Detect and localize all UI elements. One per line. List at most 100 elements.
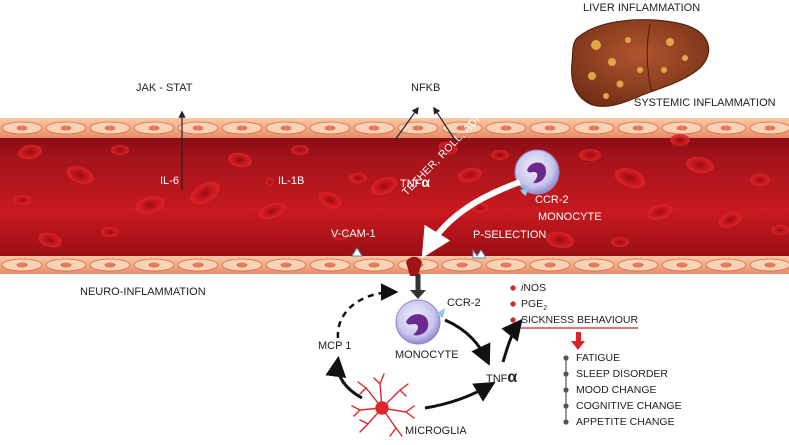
symptom-dot [563, 371, 569, 377]
monocyte-to-tnf-arrow [444, 318, 491, 366]
red-blood-cell [38, 232, 62, 248]
endothelial-nucleus [280, 262, 292, 268]
red-down-arrow-shaft [576, 332, 581, 342]
p-selection-label: P-SELECTION [473, 229, 547, 241]
red-blood-cell [718, 212, 742, 228]
red-blood-cell [771, 225, 789, 235]
tnf-to-mediators-arrow [501, 318, 523, 363]
p-selection-marker-icon [472, 248, 486, 259]
pge-subscript: 2 [543, 305, 548, 313]
endothelial-nucleus [148, 262, 160, 268]
tether-arrow [421, 179, 522, 259]
red-blood-cell [750, 174, 770, 186]
inos-rest: NOS [523, 282, 547, 294]
red-down-arrow-icon [571, 341, 585, 350]
endothelial-nucleus [236, 125, 248, 131]
red-blood-cell [101, 227, 119, 237]
endothelial-nucleus [500, 262, 512, 268]
endothelial-nucleus [236, 262, 248, 268]
endothelial-nucleus [456, 262, 468, 268]
tnf-to-nfkb-arrow-right [433, 106, 456, 141]
red-blood-cell [258, 202, 286, 220]
endothelial-nucleus [632, 125, 644, 131]
microglia-to-tnf-arrow [424, 381, 496, 410]
red-blood-cell [647, 204, 673, 220]
red-blood-cell [190, 181, 220, 205]
endothelial-nucleus [148, 125, 160, 131]
endothelial-nucleus [104, 125, 116, 131]
mediator-list: iNOS PGE2 SICKNESS BEHAVIOUR [521, 280, 638, 328]
endothelial-nucleus [544, 125, 556, 131]
tnf-brain-alpha: α [507, 369, 518, 386]
red-blood-cell [579, 149, 601, 161]
tnf-brain-label: TNFα [486, 369, 517, 387]
tnf-vessel-label: TNFα [400, 174, 430, 190]
red-blood-cell [349, 173, 367, 183]
endothelial-nucleus [368, 125, 380, 131]
red-blood-cell [370, 177, 398, 195]
red-blood-cell [318, 191, 342, 209]
endothelial-nucleus [588, 125, 600, 131]
mcp1-label: MCP 1 [318, 340, 352, 352]
monocyte-brain-label: MONOCYTE [395, 349, 459, 361]
jak-stat-label: JAK - STAT [136, 82, 193, 94]
symptom-item: SLEEP DISORDER [576, 368, 669, 380]
endothelial-nucleus [16, 262, 28, 268]
endothelial-nucleus [412, 125, 424, 131]
endothelial-nucleus [192, 262, 204, 268]
vcam1-marker-icon [351, 247, 363, 257]
red-blood-cell [491, 150, 509, 160]
endothelial-nucleus [60, 125, 72, 131]
red-blood-cell [18, 144, 42, 160]
brain-monocyte [395, 299, 445, 345]
endothelial-nucleus [456, 125, 468, 131]
red-blood-cells [13, 134, 789, 249]
red-blood-cell [670, 134, 690, 146]
endothelial-nucleus [588, 262, 600, 268]
endothelial-nucleus [544, 262, 556, 268]
red-blood-cell [13, 195, 31, 205]
sickness-behaviour-item: SICKNESS BEHAVIOUR [521, 314, 639, 326]
ccr2-receptor-icon [520, 188, 528, 196]
vessel-monocyte [514, 149, 560, 196]
liver-illustration [571, 19, 710, 107]
red-blood-cell [266, 178, 274, 186]
vessel-exit [406, 256, 422, 276]
red-blood-cell [611, 237, 629, 247]
il1b-label: IL-1B [278, 175, 305, 187]
endothelial-nucleus [324, 125, 336, 131]
endothelial-nucleus [764, 262, 776, 268]
symptom-item: COGNITIVE CHANGE [576, 400, 682, 412]
red-blood-cell [135, 196, 165, 214]
neuro-inflammation-label: NEURO-INFLAMMATION [80, 286, 206, 298]
systemic-inflammation-label: SYSTEMIC INFLAMMATION [634, 97, 776, 109]
red-blood-cell [228, 152, 252, 168]
red-blood-cell [614, 167, 646, 189]
il6-label: IL-6 [160, 175, 179, 187]
symptom-dots [563, 355, 569, 425]
endothelial-nucleus [720, 262, 732, 268]
liver-inflammation-label: LIVER INFLAMMATION [583, 2, 701, 14]
red-blood-cell [546, 231, 574, 249]
endothelial-nucleus [192, 125, 204, 131]
endothelial-nucleus [676, 262, 688, 268]
symptom-dot [563, 403, 569, 409]
nfkb-label: NFKB [411, 82, 441, 94]
inos-italic-i: i [521, 282, 524, 294]
symptom-item: APPETITE CHANGE [576, 416, 675, 428]
red-blood-cell [66, 166, 94, 184]
tnf-vessel-prefix: TNF [400, 178, 422, 190]
blood-vessel [0, 118, 789, 276]
endothelial-nucleus [280, 125, 292, 131]
mcp1-to-monocyte-arrow [336, 283, 399, 339]
red-blood-cell [438, 141, 458, 155]
endothelial-nucleus [632, 262, 644, 268]
inos-item: iNOS [521, 280, 638, 296]
tnf-brain-prefix: TNF [486, 373, 508, 385]
microglia-to-mcp1-arrow [325, 355, 363, 400]
ccr2-brain-label: CCR-2 [447, 297, 481, 309]
endothelial-nucleus [500, 125, 512, 131]
symptom-item: MOOD CHANGE [576, 384, 657, 396]
